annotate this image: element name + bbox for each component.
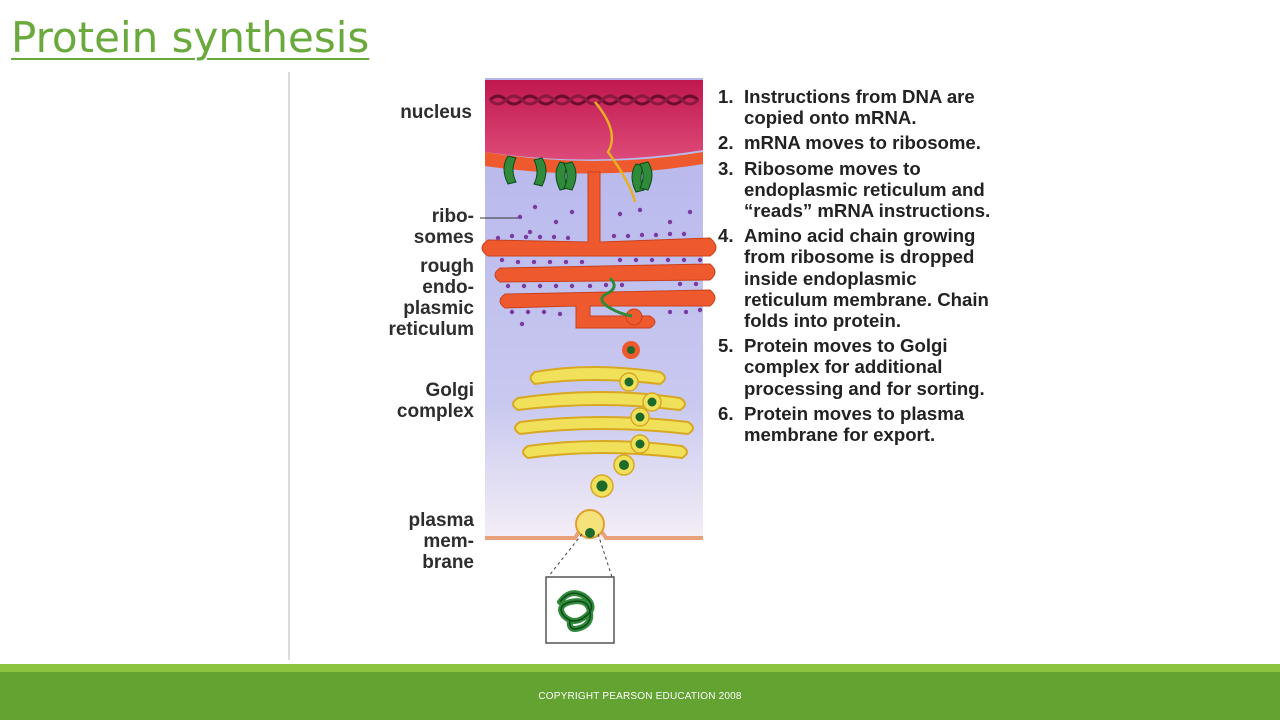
steps-list: 1. Instructions from DNA are copied onto… xyxy=(718,86,998,445)
cell-illustration xyxy=(480,78,717,644)
nucleus xyxy=(485,80,703,160)
step-3: 3. Ribosome moves to endoplasmic reticul… xyxy=(718,157,991,222)
nuclear-pores xyxy=(503,155,653,193)
step-5: 5. Protein moves to Golgi complex for ad… xyxy=(718,335,985,399)
dna-strand xyxy=(488,94,700,106)
label-golgi: Golgi complex xyxy=(396,380,474,422)
rough-er xyxy=(481,171,717,329)
label-ribosomes: ribo- somes xyxy=(413,206,474,248)
label-rough-er: rough endo- plasmic reticulum xyxy=(388,256,474,340)
protein-synthesis-figure: nucleus ribo- somes rough endo- plasmic … xyxy=(288,72,1002,660)
ribosomes xyxy=(495,204,703,327)
copyright-text: COPYRIGHT PEARSON EDUCATION 2008 xyxy=(538,690,742,702)
label-plasma-membrane: plasma mem- brane xyxy=(408,510,474,573)
footer-bar: COPYRIGHT PEARSON EDUCATION 2008 xyxy=(0,672,1280,720)
label-nucleus: nucleus xyxy=(400,102,472,123)
step-1: 1. Instructions from DNA are copied onto… xyxy=(718,86,975,129)
step-4: 4. Amino acid chain growing from ribosom… xyxy=(718,225,989,332)
amino-acid-chain xyxy=(600,276,633,318)
step-2: 2. mRNA moves to ribosome. xyxy=(718,132,981,154)
protein-inset-box xyxy=(545,576,615,644)
transport-vesicles xyxy=(622,341,640,359)
protein-cargo xyxy=(596,377,657,492)
step-6: 6. Protein moves to plasma membrane for … xyxy=(718,402,965,446)
mrna-strand xyxy=(594,101,637,203)
footer-accent-band xyxy=(0,664,1280,672)
slide-title: Protein synthesis xyxy=(11,13,370,62)
